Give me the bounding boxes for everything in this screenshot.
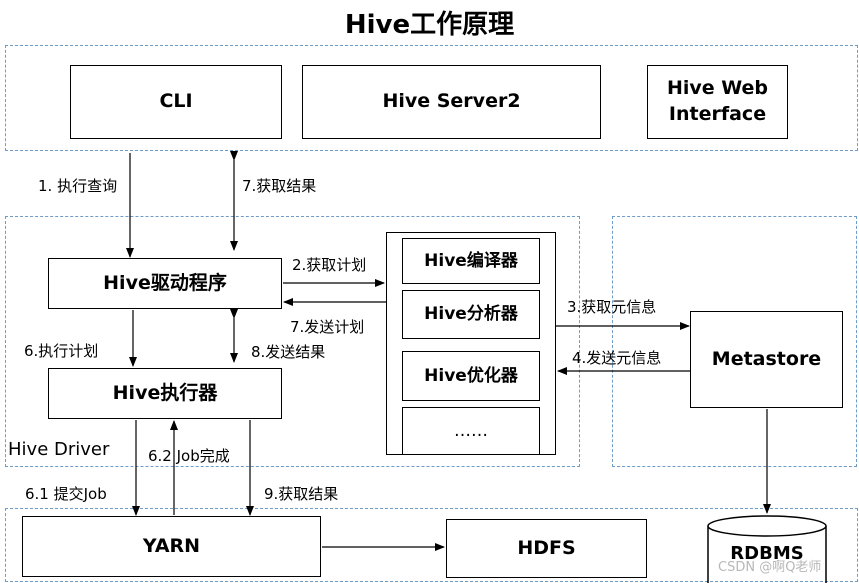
web-interface-line2: Interface: [668, 103, 767, 125]
metastore-label: Metastore: [711, 347, 822, 370]
watermark: CSDN @啊Q老师: [718, 560, 822, 575]
hdfs-box: HDFS: [446, 519, 647, 578]
rdbms-cylinder: [707, 515, 827, 583]
hive-server2-box: Hive Server2: [302, 65, 601, 139]
metastore-box: Metastore: [690, 311, 843, 408]
hive-optimizer-label: Hive优化器: [424, 365, 518, 386]
label-send-result: 8.发送结果: [251, 343, 326, 361]
storage-region: [5, 508, 858, 582]
label-execute-plan: 6.执行计划: [24, 342, 99, 360]
metastore-region: [612, 216, 857, 467]
more-components-label: ……: [454, 420, 488, 441]
hive-executor-label: Hive执行器: [112, 381, 218, 404]
label-get-result-top: 7.获取结果: [242, 177, 317, 195]
yarn-box: YARN: [22, 516, 321, 577]
hive-driver-region-label: Hive Driver: [8, 439, 110, 460]
label-send-metadata: 4.发送元信息: [572, 349, 662, 367]
hive-executor-box: Hive执行器: [48, 368, 282, 419]
hive-driver-box: Hive驱动程序: [48, 258, 282, 309]
yarn-label: YARN: [142, 534, 201, 557]
hive-optimizer-box: Hive优化器: [402, 351, 540, 401]
rdbms-label: RDBMS: [730, 543, 804, 564]
label-get-plan: 2.获取计划: [292, 256, 367, 274]
hive-compiler-box: Hive编译器: [402, 238, 540, 284]
hive-server2-label: Hive Server2: [382, 90, 521, 113]
hdfs-label: HDFS: [517, 536, 576, 559]
label-get-metadata: 3.获取元信息: [567, 298, 657, 316]
label-fetch-result: 9.获取结果: [264, 485, 339, 503]
diagram-title: Hive工作原理: [344, 10, 515, 40]
cli-box: CLI: [70, 65, 282, 139]
hive-compiler-label: Hive编译器: [424, 250, 518, 271]
label-submit-job: 6.1 提交Job: [25, 485, 107, 503]
hive-analyzer-box: Hive分析器: [402, 290, 540, 339]
hive-driver-label: Hive驱动程序: [103, 271, 227, 294]
driver-region: [5, 216, 580, 467]
label-execute-query: 1. 执行查询: [38, 177, 118, 195]
hive-web-interface-box: Hive Web Interface: [647, 65, 788, 139]
web-interface-line1: Hive Web: [666, 77, 769, 100]
more-components-box: ……: [402, 407, 540, 455]
hive-analyzer-label: Hive分析器: [424, 304, 518, 325]
label-send-plan: 7.发送计划: [290, 318, 365, 336]
client-region: [5, 45, 858, 151]
label-job-done: 6.2 Job完成: [148, 447, 230, 465]
cli-label: CLI: [159, 90, 193, 113]
